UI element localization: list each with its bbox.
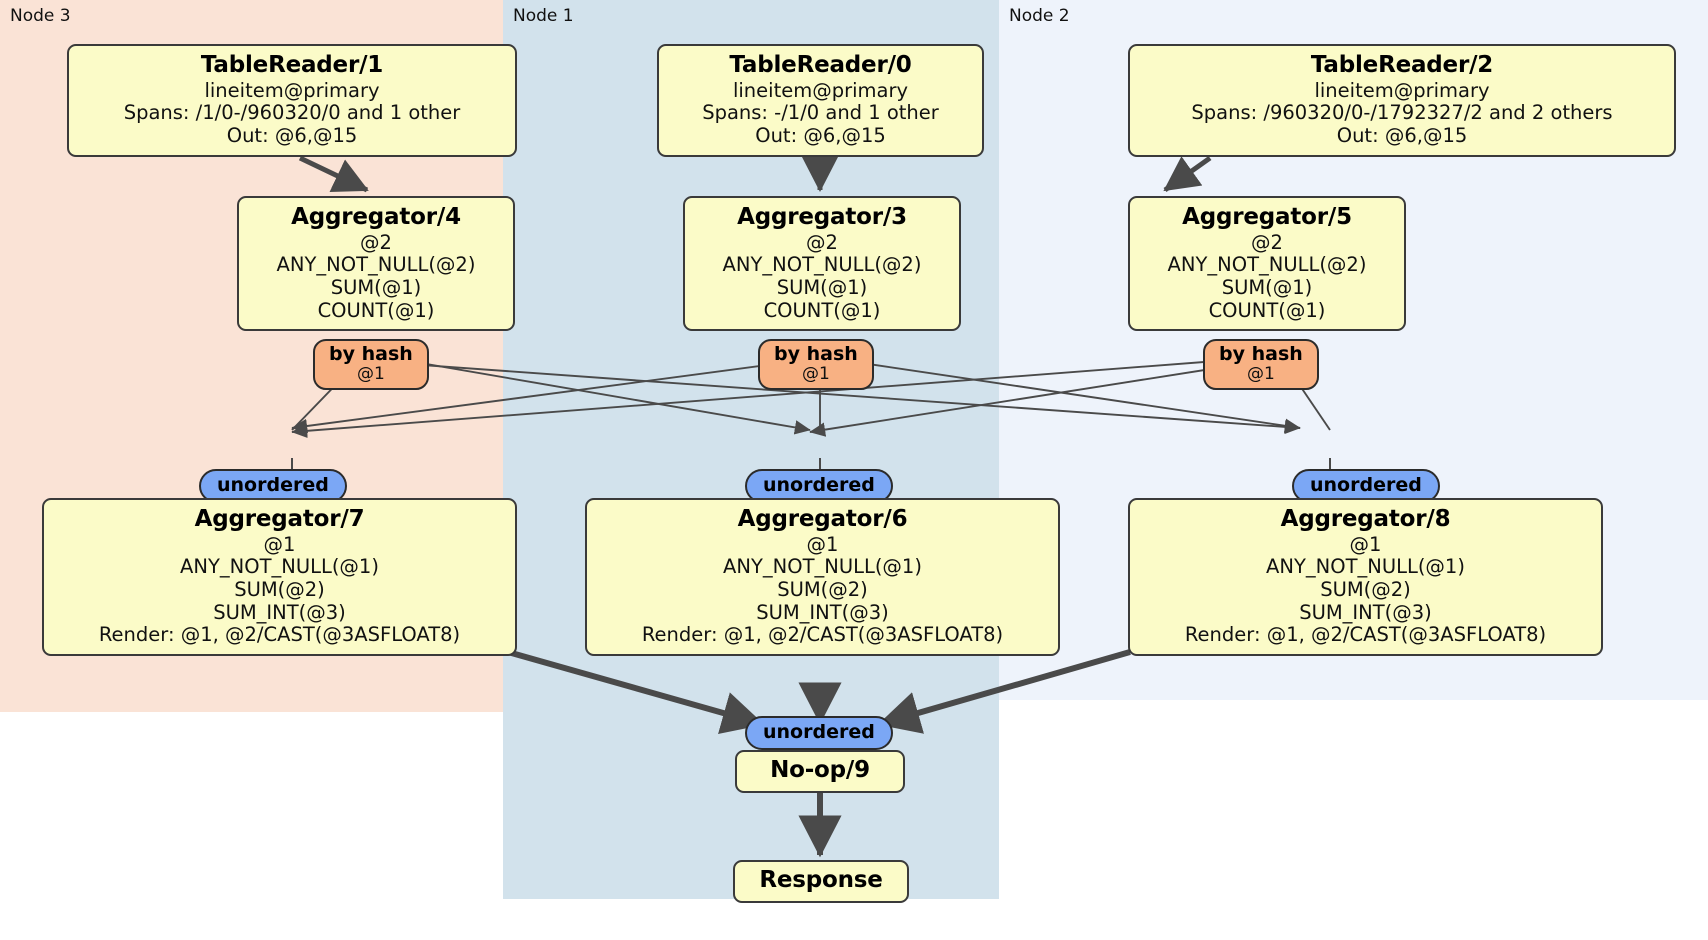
- router-label: by hash: [329, 343, 413, 365]
- processor-line: Spans: /1/0-/960320/0 and 1 other: [123, 101, 461, 125]
- processor-line: Out: @6,@15: [755, 123, 886, 147]
- panel-node-2-label: Node 2: [1009, 6, 1070, 26]
- router-unordered-final[interactable]: unordered: [745, 716, 893, 750]
- router-by-hash-right[interactable]: by hash @1: [1203, 339, 1319, 390]
- processor-line: Out: @6,@15: [226, 123, 358, 147]
- router-sublabel: @1: [356, 363, 385, 384]
- processor-title: Aggregator/7: [194, 506, 365, 532]
- processor-line: ANY_NOT_NULL(@1): [723, 555, 922, 579]
- router-label: by hash: [774, 343, 858, 365]
- processor-title: Aggregator/4: [291, 204, 461, 230]
- processor-line: SUM(@1): [776, 275, 868, 299]
- processor-line: Render: @1, @2/CAST(@3ASFLOAT8): [1184, 623, 1547, 647]
- processor-line: @2: [1251, 230, 1283, 254]
- processor-line: ANY_NOT_NULL(@2): [1167, 253, 1367, 277]
- processor-line: SUM(@2): [1320, 577, 1411, 601]
- processor-title: Aggregator/3: [737, 204, 907, 230]
- panel-node-3-label: Node 3: [10, 6, 71, 26]
- processor-title: Aggregator/5: [1182, 204, 1352, 230]
- processor-line: SUM(@1): [330, 275, 422, 299]
- processor-line: SUM(@1): [1221, 275, 1313, 299]
- processor-line: SUM(@2): [234, 577, 325, 601]
- router-by-hash-center[interactable]: by hash @1: [758, 339, 874, 390]
- processor-aggregator-8[interactable]: Aggregator/8 @1 ANY_NOT_NULL(@1) SUM(@2)…: [1128, 498, 1603, 656]
- processor-line: ANY_NOT_NULL(@2): [722, 253, 922, 277]
- processor-line: lineitem@primary: [204, 78, 380, 102]
- router-unordered-center[interactable]: unordered: [745, 469, 893, 503]
- processor-line: @2: [360, 230, 392, 254]
- processor-aggregator-3[interactable]: Aggregator/3 @2 ANY_NOT_NULL(@2) SUM(@1)…: [683, 196, 961, 332]
- processor-line: SUM_INT(@3): [1299, 600, 1432, 624]
- processor-table-reader-2[interactable]: TableReader/2 lineitem@primary Spans: /9…: [1128, 44, 1676, 157]
- processor-line: lineitem@primary: [732, 78, 909, 102]
- router-sublabel: @1: [801, 363, 830, 384]
- processor-title: TableReader/2: [1310, 52, 1494, 78]
- processor-line: Spans: /960320/0-/1792327/2 and 2 others: [1191, 101, 1613, 125]
- router-by-hash-left[interactable]: by hash @1: [313, 339, 429, 390]
- processor-line: ANY_NOT_NULL(@1): [180, 555, 379, 579]
- processor-line: SUM_INT(@3): [756, 600, 889, 624]
- processor-line: @1: [263, 532, 296, 556]
- router-label: by hash: [1219, 343, 1303, 365]
- processor-aggregator-6[interactable]: Aggregator/6 @1 ANY_NOT_NULL(@1) SUM(@2)…: [585, 498, 1060, 656]
- processor-title: Aggregator/6: [737, 506, 908, 532]
- processor-no-op-9[interactable]: No-op/9: [735, 750, 905, 793]
- processor-title: TableReader/1: [200, 52, 384, 78]
- processor-title: No-op/9: [770, 757, 870, 783]
- processor-line: COUNT(@1): [1208, 298, 1326, 322]
- processor-title: Aggregator/8: [1280, 506, 1451, 532]
- router-unordered-left[interactable]: unordered: [199, 469, 347, 503]
- processor-line: ANY_NOT_NULL(@1): [1266, 555, 1465, 579]
- panel-node-1-label: Node 1: [513, 6, 574, 26]
- processor-response[interactable]: Response: [733, 860, 909, 903]
- processor-line: @1: [1349, 532, 1382, 556]
- processor-line: Render: @1, @2/CAST(@3ASFLOAT8): [98, 623, 461, 647]
- processor-aggregator-7[interactable]: Aggregator/7 @1 ANY_NOT_NULL(@1) SUM(@2)…: [42, 498, 517, 656]
- processor-line: ANY_NOT_NULL(@2): [276, 253, 476, 277]
- processor-line: @1: [806, 532, 839, 556]
- processor-table-reader-0[interactable]: TableReader/0 lineitem@primary Spans: -/…: [657, 44, 984, 157]
- processor-line: SUM(@2): [777, 577, 868, 601]
- processor-aggregator-5[interactable]: Aggregator/5 @2 ANY_NOT_NULL(@2) SUM(@1)…: [1128, 196, 1406, 332]
- processor-line: Render: @1, @2/CAST(@3ASFLOAT8): [641, 623, 1004, 647]
- processor-line: lineitem@primary: [1314, 78, 1490, 102]
- processor-line: Spans: -/1/0 and 1 other: [702, 101, 939, 125]
- processor-title: Response: [759, 867, 883, 893]
- processor-title: TableReader/0: [729, 52, 912, 78]
- processor-line: Out: @6,@15: [1336, 123, 1468, 147]
- processor-aggregator-4[interactable]: Aggregator/4 @2 ANY_NOT_NULL(@2) SUM(@1)…: [237, 196, 515, 332]
- processor-line: COUNT(@1): [317, 298, 435, 322]
- processor-line: SUM_INT(@3): [213, 600, 346, 624]
- router-sublabel: @1: [1246, 363, 1275, 384]
- processor-table-reader-1[interactable]: TableReader/1 lineitem@primary Spans: /1…: [67, 44, 517, 157]
- processor-line: @2: [806, 230, 838, 254]
- router-unordered-right[interactable]: unordered: [1292, 469, 1440, 503]
- processor-line: COUNT(@1): [763, 298, 881, 322]
